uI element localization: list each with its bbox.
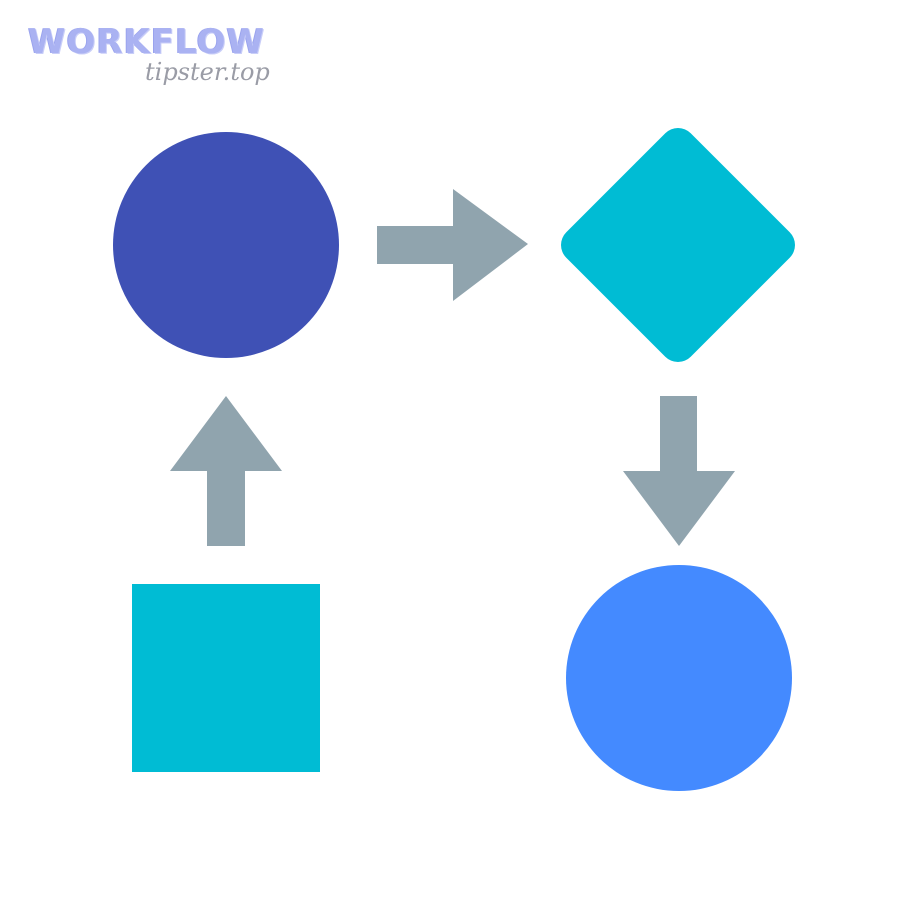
logo-title: WORKFLOW [28,22,266,62]
diamond-node [561,128,795,362]
logo-subtitle: tipster.top [145,58,270,86]
workflow-logo: WORKFLOW tipster.top [28,22,288,92]
arrow-up [170,396,282,546]
start-circle-node [113,132,339,358]
square-node [132,584,320,772]
arrow-down [623,396,735,546]
arrow-right [377,189,528,301]
end-circle-node [566,565,792,791]
